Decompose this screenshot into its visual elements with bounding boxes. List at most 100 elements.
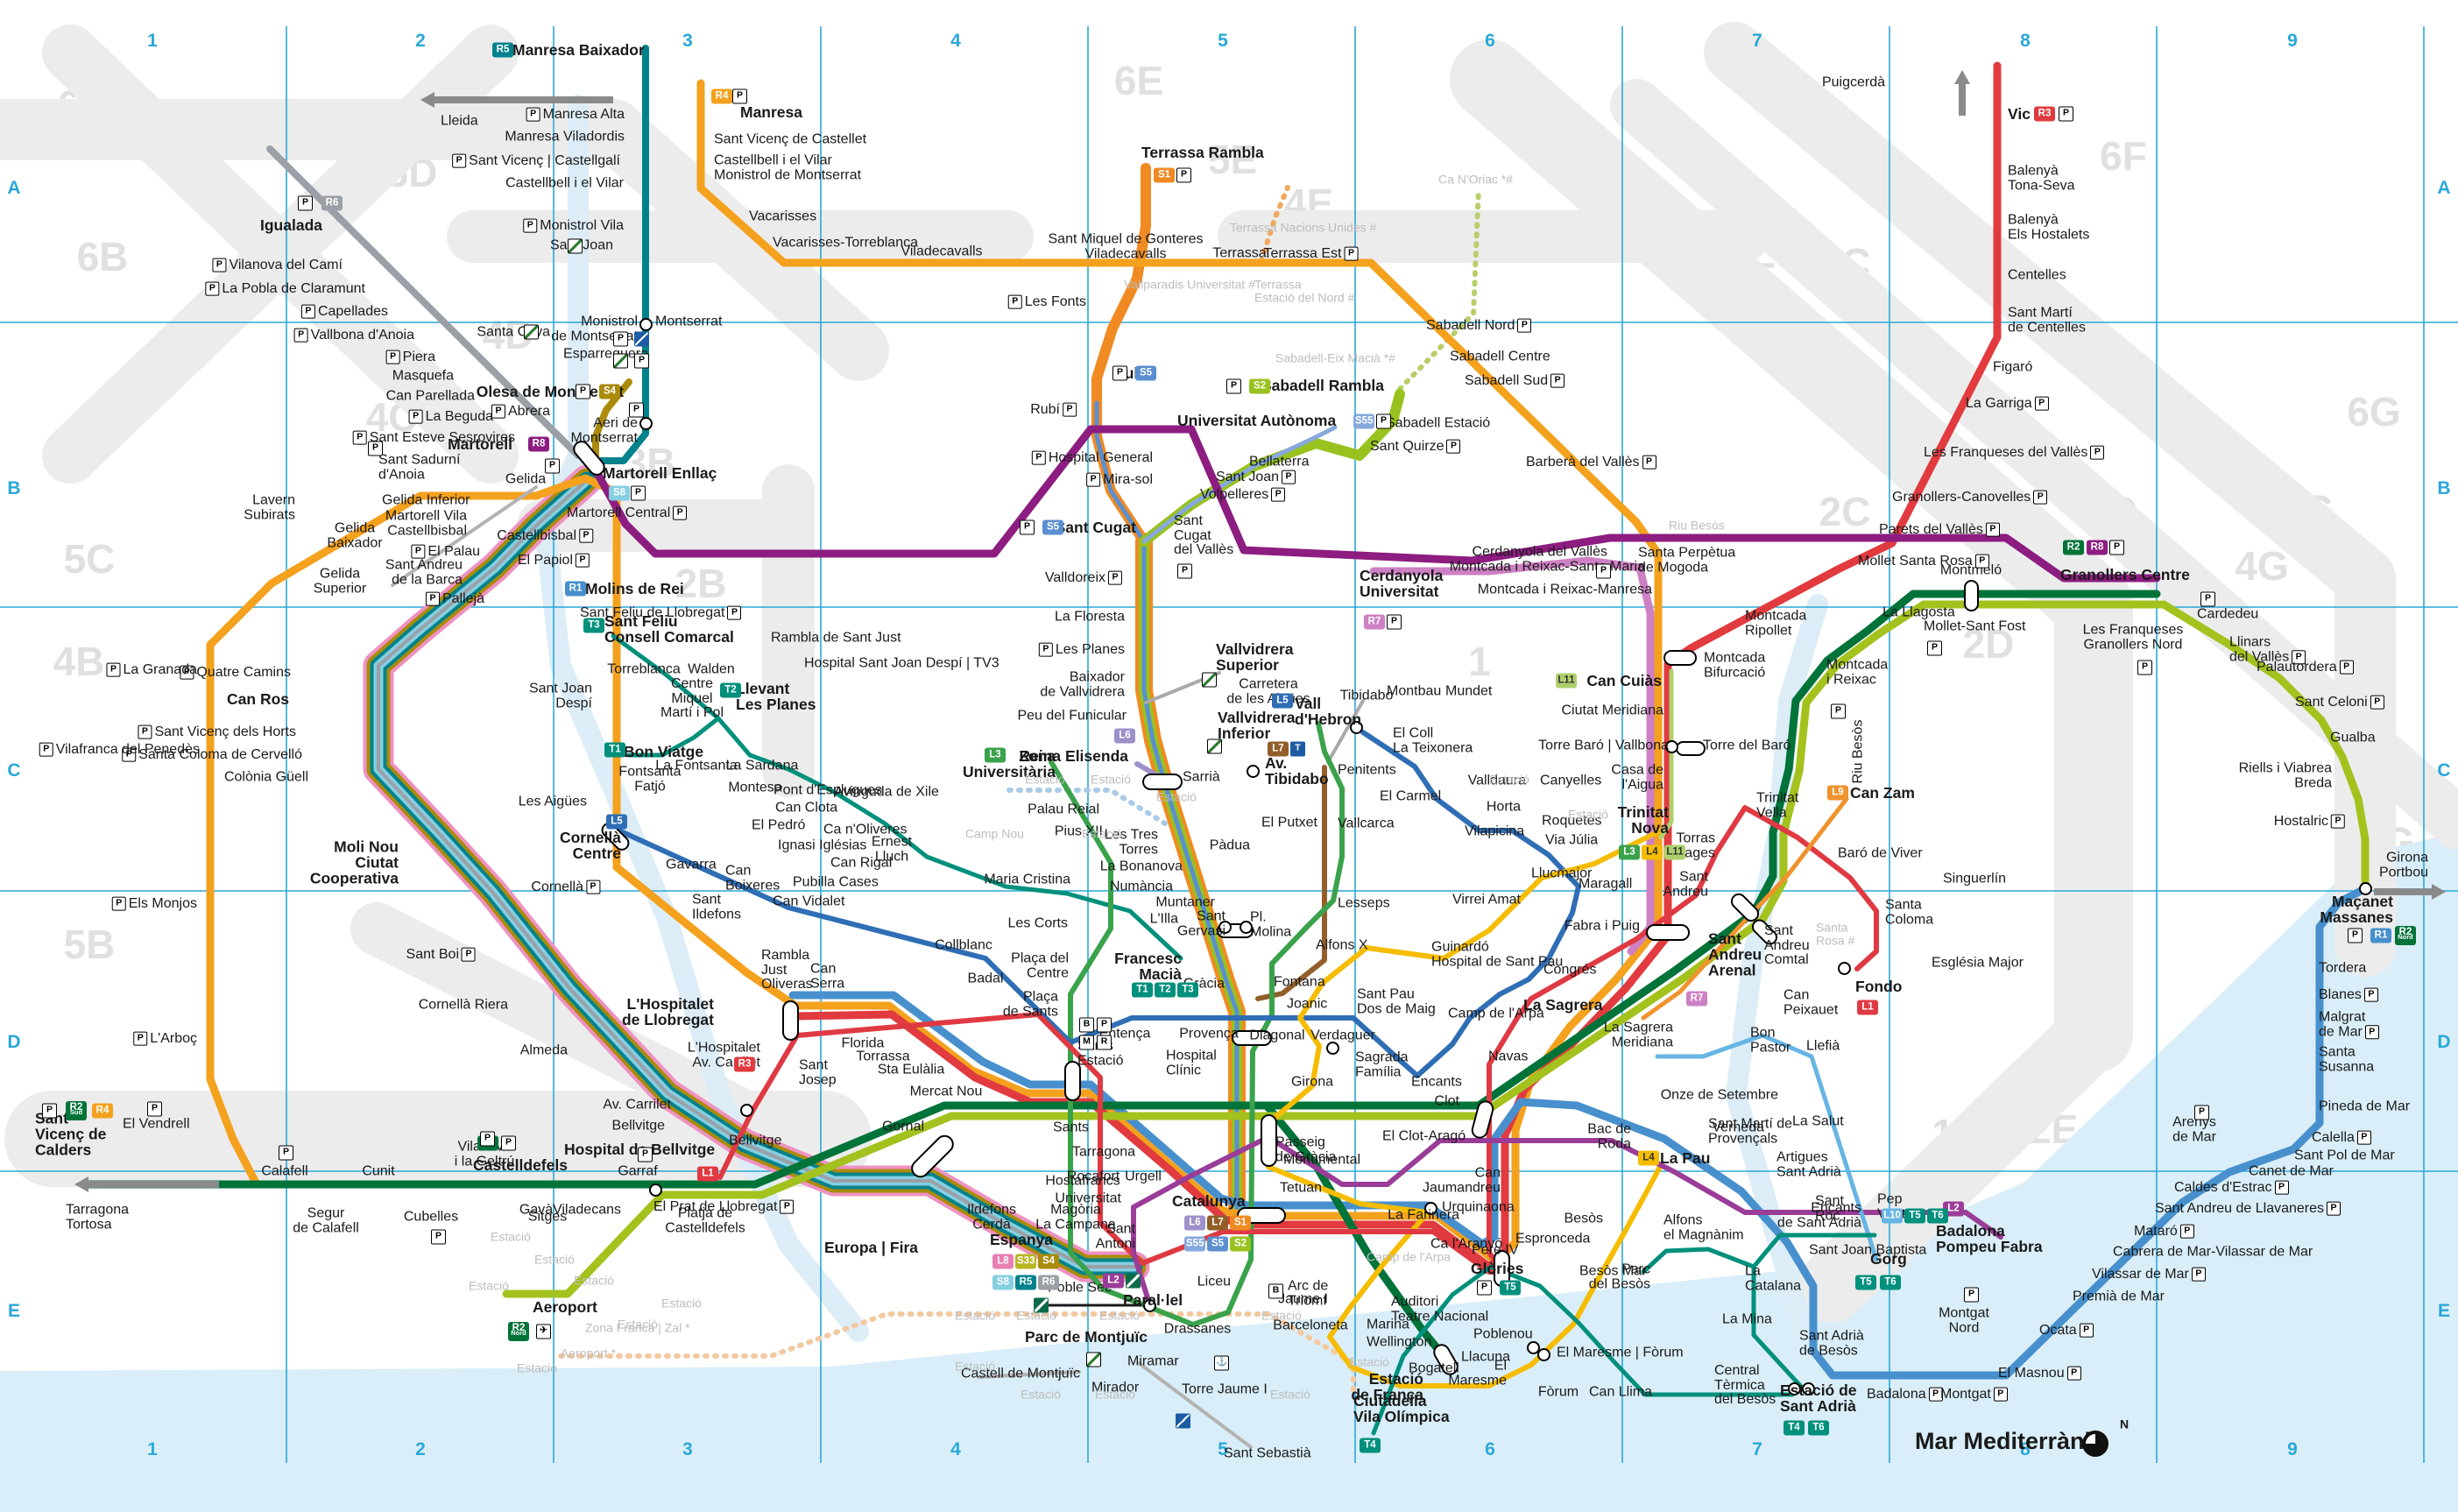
station-label: Gornal <box>882 1119 925 1134</box>
station-label: Hospital de Bellvitge <box>564 1140 716 1158</box>
direction-arrowhead <box>1954 70 1970 84</box>
line-badge-l1: L1 <box>697 1166 718 1182</box>
station-label: Gelida Superior <box>313 566 367 596</box>
funG-icon <box>1034 1297 1049 1313</box>
grid-cell-label: 5B <box>63 922 116 967</box>
line-l1 <box>717 805 1879 1275</box>
fun-icon <box>1086 1352 1101 1367</box>
station-label: Estació <box>1091 772 1131 787</box>
station-label: Alfons el Magnànim <box>1663 1212 1744 1242</box>
plane-icon: ✈ <box>536 1324 551 1339</box>
parking-icon: P <box>352 430 367 445</box>
station-label: Encants <box>1411 1074 1462 1090</box>
line-badge-l3: L3 <box>985 747 1006 763</box>
station-label: Centelles <box>2008 267 2066 283</box>
station-label: Estació <box>955 1308 995 1323</box>
station-label: Igualada <box>260 215 322 234</box>
station-label: Tarragona Tortosa <box>66 1202 130 1232</box>
parking-icon: P <box>1020 519 1035 535</box>
station-label: Av. Tibidabo <box>1265 753 1329 788</box>
parking-icon: P <box>1964 1287 1979 1303</box>
station-label: Universitat <box>1055 1191 1121 1206</box>
station-label: Sitges <box>527 1209 568 1225</box>
station-label: Cardedeu <box>2197 606 2259 622</box>
line-badge-s1: S1 <box>1230 1215 1251 1231</box>
station-label: Hospital Clínic <box>1166 1048 1217 1077</box>
station-label: Camp Nou <box>965 826 1024 841</box>
direction-arrowhead <box>74 1176 88 1192</box>
compass-icon <box>2082 1431 2108 1457</box>
station-label: Arenys de Mar <box>2172 1114 2216 1144</box>
station-label: Fabra i Puig <box>1564 918 1640 934</box>
grid-col-number: 1 <box>147 31 158 51</box>
station-label: Viladecavalls <box>901 244 983 259</box>
station-label: Riu Besòs <box>1850 719 1866 784</box>
station-label: Jaume I <box>1278 1291 1328 1307</box>
station-label: Pont d'Esplugues <box>773 782 883 798</box>
station-label: Fondo <box>1855 977 1903 995</box>
parking-icon: P <box>180 665 194 680</box>
station-label: Fontana <box>1274 974 1325 990</box>
grid-col-number: 5 <box>1218 1439 1228 1459</box>
station-node <box>1527 1341 1540 1354</box>
aeri-icon <box>1176 1413 1190 1429</box>
station-label: Sant Martí de Provençals <box>1708 1116 1793 1146</box>
station-label: Montbau <box>1387 683 1442 699</box>
station-label: Sant Gervasi <box>1176 908 1225 938</box>
station-label: Barceloneta <box>1273 1318 1348 1333</box>
grid-col-number: 5 <box>1218 31 1228 51</box>
station-label: Les Aigües <box>518 794 587 809</box>
port-icon: ⚓ <box>1214 1355 1229 1371</box>
line-badge-l10: L10 <box>1882 1208 1903 1224</box>
parking-icon: P <box>480 1131 495 1147</box>
future-line-future-terrassa <box>1259 185 1290 264</box>
grid-col-number: 4 <box>950 31 961 51</box>
line-badge-l4: L4 <box>1642 844 1663 860</box>
station-label: Sant Andreu Arenal <box>1708 929 1762 980</box>
station-label: Platja de Castelldefels <box>665 1205 745 1235</box>
parking-icon: P <box>122 747 137 762</box>
station-label: Pere IV <box>1472 1242 1519 1258</box>
parking-icon: P <box>629 402 644 418</box>
station-label: Marina <box>1367 1317 1409 1332</box>
parking-icon: P <box>2200 591 2215 607</box>
station-label: Santa Susanna <box>2319 1044 2375 1074</box>
station-label: Roquetes <box>1542 813 1602 829</box>
parking-icon: P <box>300 304 315 319</box>
station-label: Sant Feliu Consell Comarcal <box>604 611 734 646</box>
station-label: Torrassa <box>856 1049 910 1064</box>
station-label: Estació <box>469 1278 509 1293</box>
parking-icon: P <box>1097 1017 1112 1033</box>
station-label: Gorg <box>1870 1249 1907 1268</box>
station-label: Cabrera de Mar-Vilassar de Mar <box>2113 1244 2313 1260</box>
station-label: Alfons X <box>1316 937 1368 953</box>
line-badge-l2: L2 <box>1943 1201 1964 1217</box>
station-label: La Salut <box>1792 1113 1844 1129</box>
station-label: Cornellà Riera <box>418 997 508 1013</box>
station-label: Hospital Sant Joan Despí | TV3 <box>804 655 999 671</box>
line-badge-t5: T5 <box>1500 1280 1521 1296</box>
station-label: Estació <box>1021 1387 1061 1402</box>
line-l3 <box>1049 721 1345 1327</box>
grid-cell-label: 6G <box>2347 389 2401 435</box>
station-label: Can Jaumandreu <box>1423 1165 1501 1195</box>
station-label: Central Tèrmica del Besòs <box>1714 1363 1776 1408</box>
interchange-node <box>1142 773 1183 790</box>
station-label: La Farinera <box>1388 1207 1459 1223</box>
station-label: Estació <box>1025 772 1065 787</box>
station-label: Bon Viatge <box>624 742 704 760</box>
grid-row-letter: A <box>2437 178 2451 198</box>
parking-icon: P <box>1282 470 1296 484</box>
parking-icon: P <box>293 328 308 343</box>
station-label: Montserrat <box>655 314 723 329</box>
station-node <box>1788 1382 1801 1395</box>
station-label: Baixador de Vallvidrera <box>1040 669 1125 699</box>
station-node <box>1424 1202 1437 1215</box>
line-badge-s4: S4 <box>599 384 620 399</box>
parking-icon: P <box>2034 396 2049 411</box>
